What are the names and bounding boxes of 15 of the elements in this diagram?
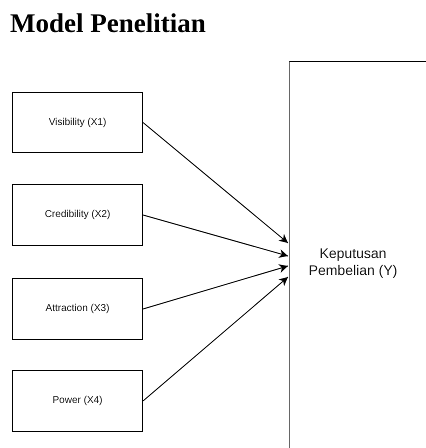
arrow xyxy=(142,264,288,310)
title: Model Penelitian xyxy=(10,8,206,39)
variable-box xyxy=(12,184,143,246)
outcome-box xyxy=(289,61,426,448)
variable-box xyxy=(12,278,143,340)
variable-box xyxy=(12,370,143,432)
node-label: Attraction (X3) xyxy=(46,303,110,315)
node-label: Visibility (X1) xyxy=(48,116,106,128)
arrow xyxy=(142,214,288,258)
arrow xyxy=(142,276,288,402)
node-label: Credibility (X2) xyxy=(44,209,110,221)
variable-box xyxy=(12,92,143,153)
arrow xyxy=(142,122,288,244)
node-label: Power (X4) xyxy=(52,395,102,407)
node-label: Keputusan Pembelian (Y) xyxy=(308,245,398,279)
